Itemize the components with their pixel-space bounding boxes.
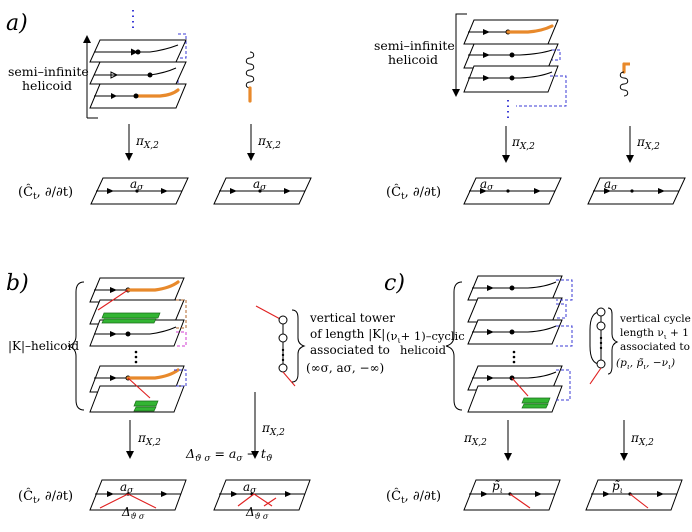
panel-label-a: a) <box>6 11 28 36</box>
svg-text:aσ: aσ <box>243 480 257 496</box>
svg-text:aσ: aσ <box>253 177 267 193</box>
label-vertical-cycle-2: length νι + 1 <box>620 327 689 341</box>
label-vertical-cycle-4: (pι, p̃ι, −νι) <box>616 357 675 371</box>
pi-label-a3: πX,2 <box>511 135 535 152</box>
pi-label-b1: πX,2 <box>137 431 161 448</box>
panel-label-b: b) <box>6 271 29 296</box>
base-plane-a4: aσ <box>587 177 686 205</box>
brace-icon <box>67 281 85 411</box>
svg-text:aσ: aσ <box>120 480 134 496</box>
base-plane-b2: aσ Δϑ σ <box>213 479 311 521</box>
svg-text:p̃ι: p̃ι <box>612 479 623 495</box>
base-space-label-c: (Ĉt, ∂/∂t) <box>386 487 441 506</box>
helicoid-a-left: semi–infinite helicoid <box>8 10 187 119</box>
svg-text:aσ: aσ <box>130 177 144 193</box>
label-nu-cyclic: (νι+ 1)–cyclic <box>386 329 465 345</box>
brace-icon <box>445 281 463 411</box>
pi-label-a4: πX,2 <box>636 135 660 152</box>
base-space-label-a1: (Ĉt, ∂/∂t) <box>18 183 73 202</box>
label-vertical-tower-2: of length |K| <box>310 327 385 341</box>
pi-label-c2: πX,2 <box>630 431 654 448</box>
label-semi-infinite-right: semi–infinite <box>374 38 455 53</box>
svg-text:Δϑ σ: Δϑ σ <box>245 505 269 521</box>
label-vertical-tower-1: vertical tower <box>309 311 395 325</box>
helicoid-a-right: semi–infinite helicoid <box>374 13 567 120</box>
panel-label-c: c) <box>384 271 405 296</box>
pi-label-a1: πX,2 <box>135 134 159 151</box>
svg-text:aσ: aσ <box>480 177 494 193</box>
pi-label-c1: πX,2 <box>463 431 487 448</box>
base-space-label-b: (Ĉt, ∂/∂t) <box>18 487 73 506</box>
base-plane-c1: p̃ι <box>463 479 561 511</box>
label-helicoid-c: helicoid <box>400 343 447 357</box>
base-plane-b1: aσ Δϑ σ <box>89 479 187 521</box>
label-semi-infinite-left: semi–infinite <box>8 64 89 79</box>
pi-label-a2: πX,2 <box>257 134 281 151</box>
base-plane-a3: aσ <box>463 177 562 205</box>
base-space-label-a2: (Ĉt, ∂/∂t) <box>386 183 441 202</box>
label-vertical-tower-4: (∞σ, aσ, −∞) <box>306 361 384 375</box>
pi-label-b2: πX,2 <box>261 421 285 438</box>
vertical-cycle-c: vertical cycle of length νι + 1 associat… <box>589 307 692 385</box>
spring-icon <box>619 62 630 97</box>
spring-icon <box>245 51 255 103</box>
base-plane-c2: p̃ι <box>585 479 683 511</box>
svg-text:aσ: aσ <box>604 177 618 193</box>
base-plane-a1: aσ <box>90 177 189 205</box>
label-vertical-tower-3: associated to <box>310 343 390 357</box>
label-k-helicoid: |K|–helicoid <box>8 339 79 353</box>
base-plane-a2: aσ <box>213 177 312 205</box>
label-vertical-cycle-1: vertical cycle of <box>619 313 692 325</box>
delta-equation: Δϑ σ = aσ − tϑ <box>185 446 273 464</box>
helicoid-b: |K|–helicoid <box>8 277 187 413</box>
label-helicoid-left: helicoid <box>22 78 72 93</box>
svg-text:p̃ι: p̃ι <box>492 479 503 495</box>
vertical-tower-b: vertical tower of length |K| associated … <box>255 305 395 387</box>
label-helicoid-right: helicoid <box>388 52 438 67</box>
svg-text:Δϑ σ: Δϑ σ <box>121 505 145 521</box>
label-vertical-cycle-3: associated to <box>620 341 690 353</box>
helicoid-c: (νι+ 1)–cyclic helicoid <box>386 275 573 413</box>
